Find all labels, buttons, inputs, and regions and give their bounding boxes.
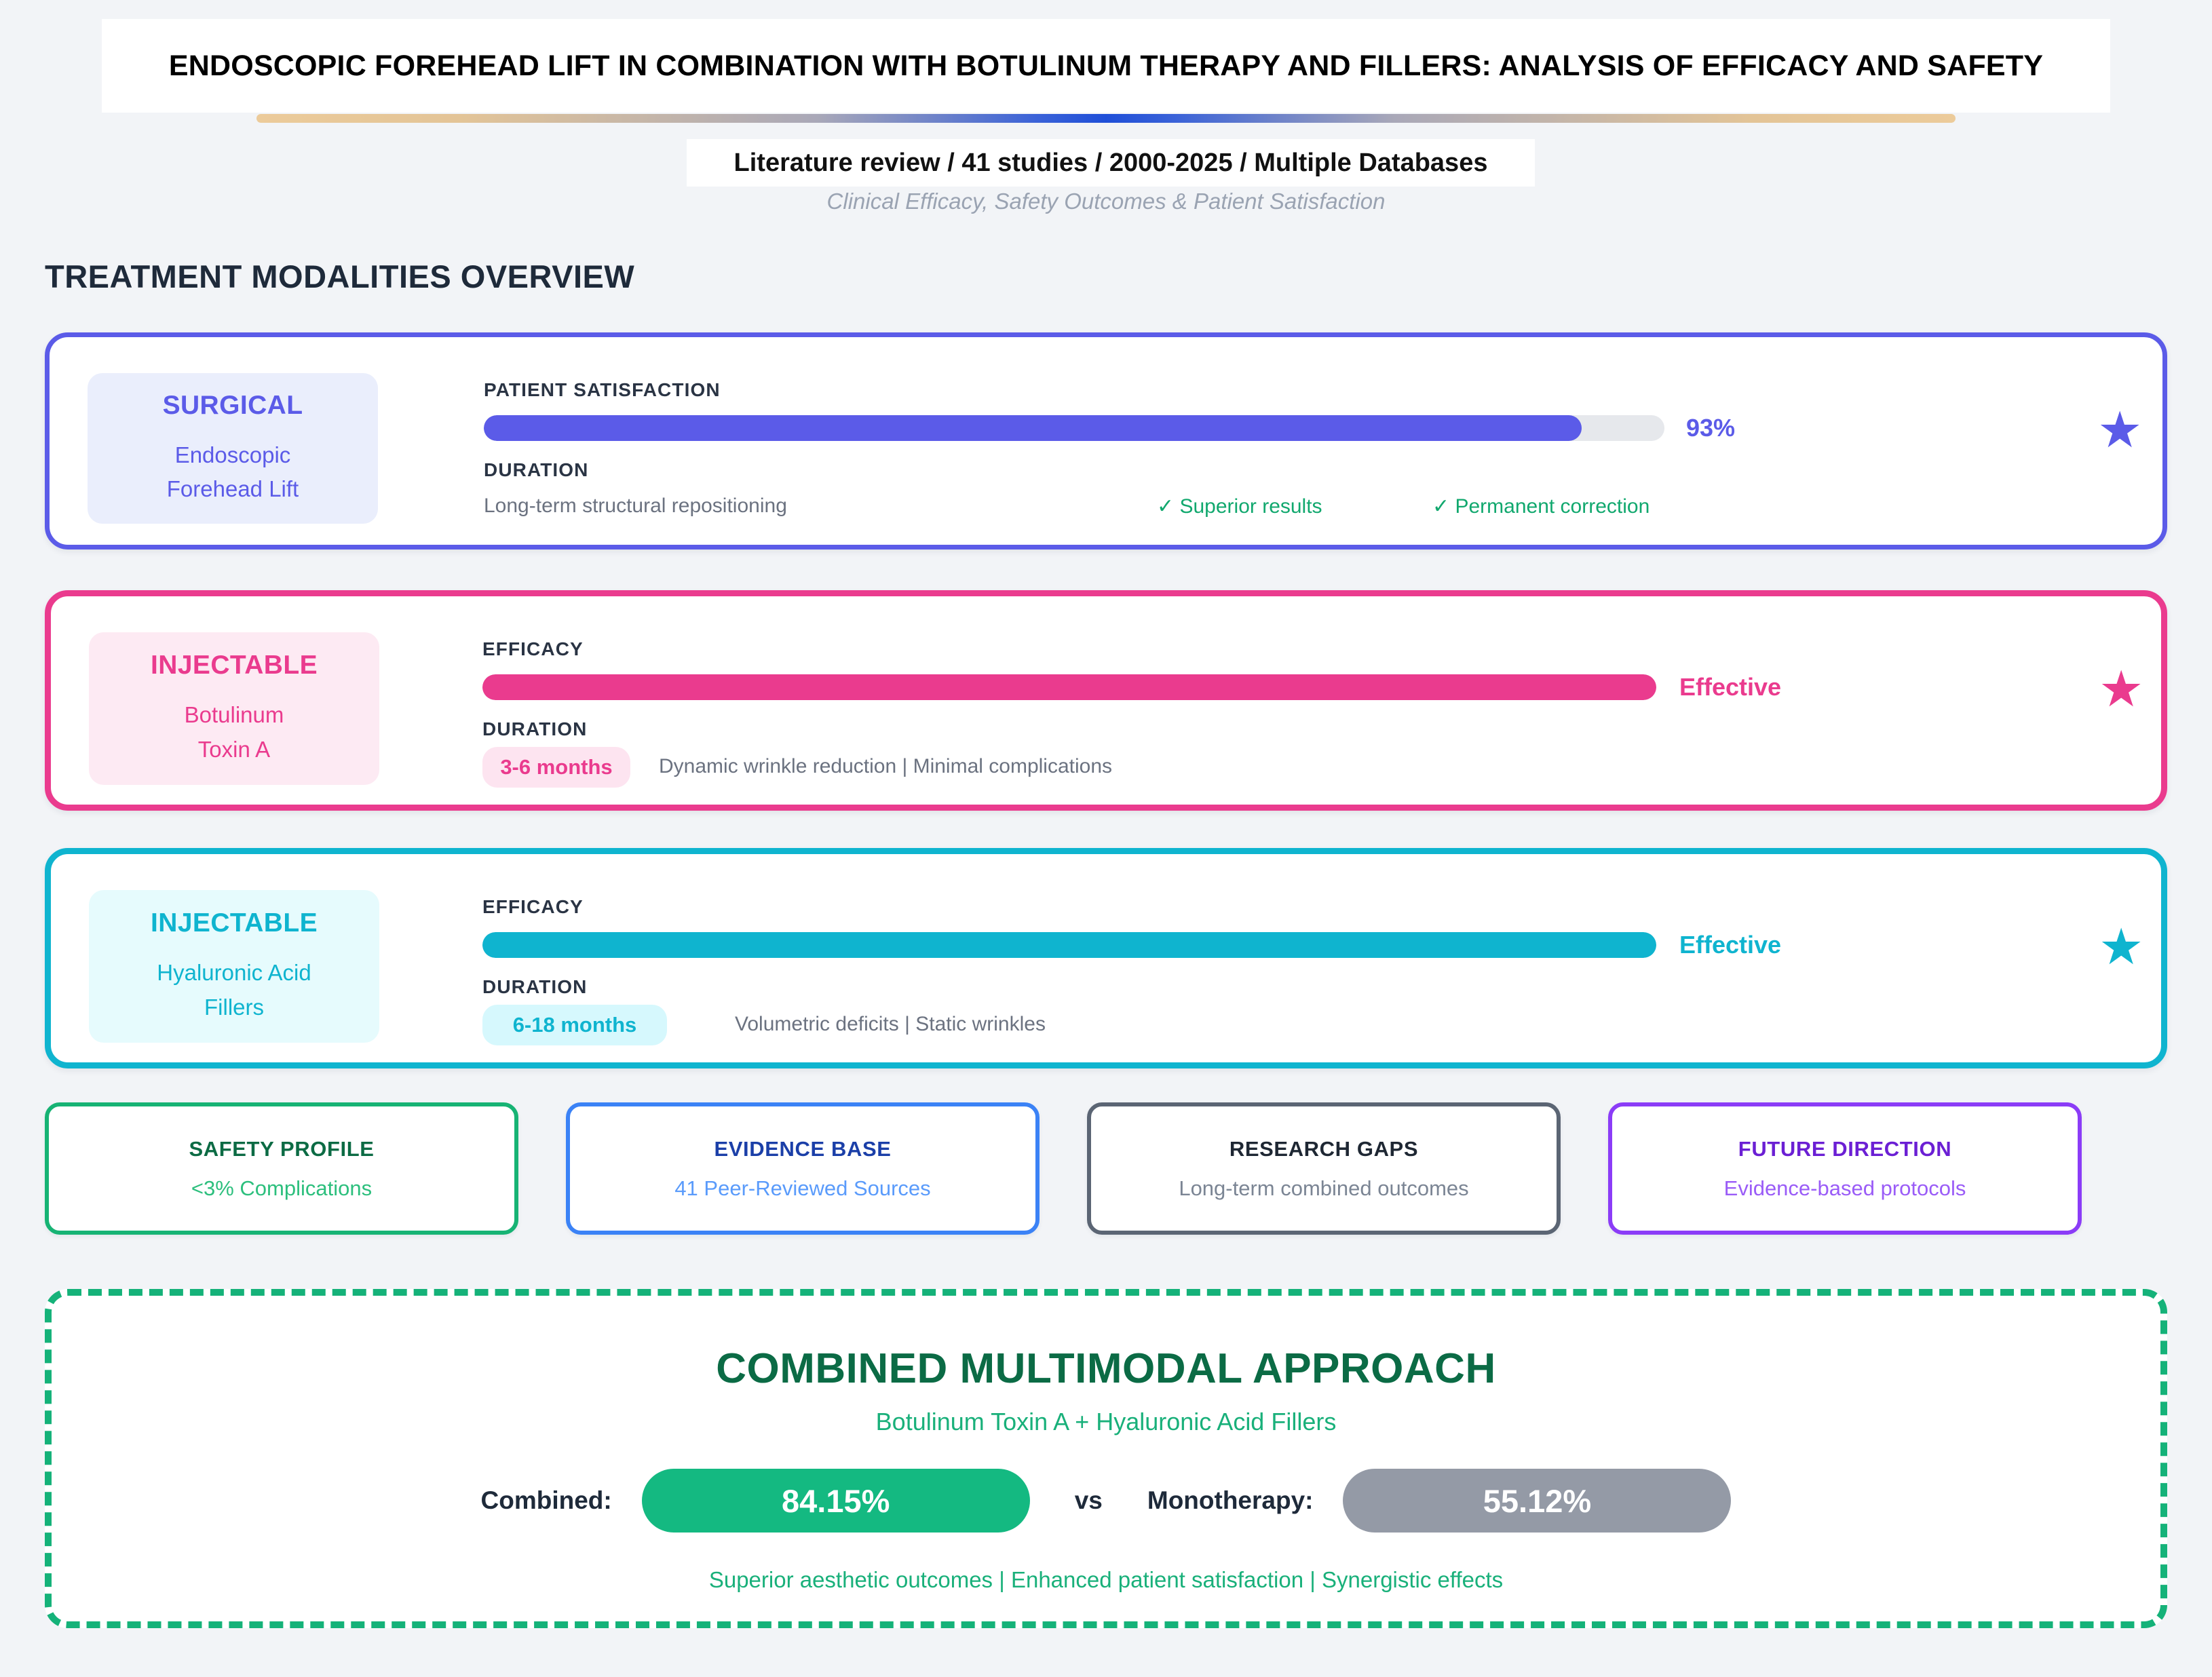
star-icon-surgical: ★ [2097,402,2143,458]
combined-label: Combined: [480,1486,612,1514]
check-item-permanent-correction: ✓ Permanent correction [1432,495,1650,518]
progress-bar-track-botulinum [482,674,1656,700]
star-icon-botulinum: ★ [2099,661,2144,717]
progress-bar-fill-botulinum [482,674,1656,700]
progress-bar-track-fillers [482,932,1656,958]
duration-label-fillers: DURATION [482,976,588,997]
progress-bar-fill-fillers [482,932,1656,958]
subtitle-text: Literature review / 41 studies / 2000-20… [733,148,1488,177]
combined-value-pill: 84.15% [641,1469,1030,1533]
header-accent-bar [256,114,1956,123]
progress-bar-track-surgical [484,415,1664,441]
metric-label-patient-satisfaction: PATIENT SATISFACTION [484,379,721,400]
progress-value-surgical: 93% [1686,414,1736,442]
category-name-line1: Hyaluronic Acid [157,960,311,986]
combined-subtitle: Botulinum Toxin A + Hyaluronic Acid Fill… [875,1408,1337,1435]
summary-title: EVIDENCE BASE [714,1136,892,1161]
treatment-card-botulinum[interactable]: INJECTABLE Botulinum Toxin A EFFICACY Ef… [45,590,2167,811]
category-badge-fillers: INJECTABLE Hyaluronic Acid Fillers [89,890,379,1043]
monotherapy-value-pill: 55.12% [1343,1469,1732,1533]
category-name-line2: Fillers [204,994,264,1020]
summary-box-research-gaps[interactable]: RESEARCH GAPS Long-term combined outcome… [1087,1102,1561,1235]
vs-label: vs [1074,1486,1103,1514]
summary-title: FUTURE DIRECTION [1738,1136,1952,1161]
summary-value: <3% Complications [191,1176,373,1200]
category-badge-botulinum: INJECTABLE Botulinum Toxin A [89,632,379,785]
duration-label-botulinum: DURATION [482,718,588,739]
category-name-line1: Endoscopic [174,442,291,467]
category-name-line2: Toxin A [197,736,271,762]
title-plate: ENDOSCOPIC FOREHEAD LIFT IN COMBINATION … [102,19,2110,113]
category-badge-surgical: SURGICAL Endoscopic Forehead Lift [88,373,378,524]
tagline: Clinical Efficacy, Safety Outcomes & Pat… [826,189,1386,214]
summary-value: Long-term combined outcomes [1179,1176,1469,1200]
progress-value-fillers: Effective [1679,931,1782,959]
summary-title: RESEARCH GAPS [1229,1136,1419,1161]
category-type: INJECTABLE [151,651,318,680]
summary-box-evidence-base[interactable]: EVIDENCE BASE 41 Peer-Reviewed Sources [566,1102,1040,1235]
subtitle-plate: Literature review / 41 studies / 2000-20… [687,139,1535,187]
duration-pill-botulinum: 3-6 months [482,747,630,788]
category-name-line1: Botulinum [184,702,284,728]
page-title: ENDOSCOPIC FOREHEAD LIFT IN COMBINATION … [168,49,2044,82]
category-type: INJECTABLE [151,908,318,938]
duration-note-botulinum: Dynamic wrinkle reduction | Minimal comp… [659,755,1113,777]
monotherapy-label: Monotherapy: [1147,1486,1314,1514]
summary-value: 41 Peer-Reviewed Sources [674,1176,931,1200]
section-heading: TREATMENT MODALITIES OVERVIEW [45,258,635,294]
duration-note-surgical: Long-term structural repositioning [484,495,787,517]
duration-pill-fillers: 6-18 months [482,1005,667,1045]
summary-value: Evidence-based protocols [1723,1176,1966,1200]
summary-box-safety-profile[interactable]: SAFETY PROFILE <3% Complications [45,1102,518,1235]
combined-footer: Superior aesthetic outcomes | Enhanced p… [708,1567,1504,1592]
progress-bar-fill-surgical [484,415,1582,441]
combined-multimodal-panel: COMBINED MULTIMODAL APPROACH Botulinum T… [45,1289,2167,1628]
progress-value-botulinum: Effective [1679,673,1782,701]
metric-label-efficacy-fillers: EFFICACY [482,896,584,917]
comparison-row: Combined: 84.15% vs Monotherapy: 55.12% [52,1469,2160,1533]
duration-note-fillers: Volumetric deficits | Static wrinkles [735,1013,1046,1035]
summary-box-future-direction[interactable]: FUTURE DIRECTION Evidence-based protocol… [1608,1102,2082,1235]
star-icon-fillers: ★ [2099,919,2144,975]
summary-title: SAFETY PROFILE [189,1136,375,1161]
duration-label-surgical: DURATION [484,459,589,480]
check-item-superior-results: ✓ Superior results [1157,495,1322,518]
category-type: SURGICAL [162,390,303,420]
combined-title: COMBINED MULTIMODAL APPROACH [716,1345,1496,1392]
treatment-card-surgical[interactable]: SURGICAL Endoscopic Forehead Lift PATIEN… [45,332,2167,550]
metric-label-efficacy-botulinum: EFFICACY [482,638,584,659]
category-name-line2: Forehead Lift [166,476,299,501]
treatment-card-fillers[interactable]: INJECTABLE Hyaluronic Acid Fillers EFFIC… [45,848,2167,1068]
